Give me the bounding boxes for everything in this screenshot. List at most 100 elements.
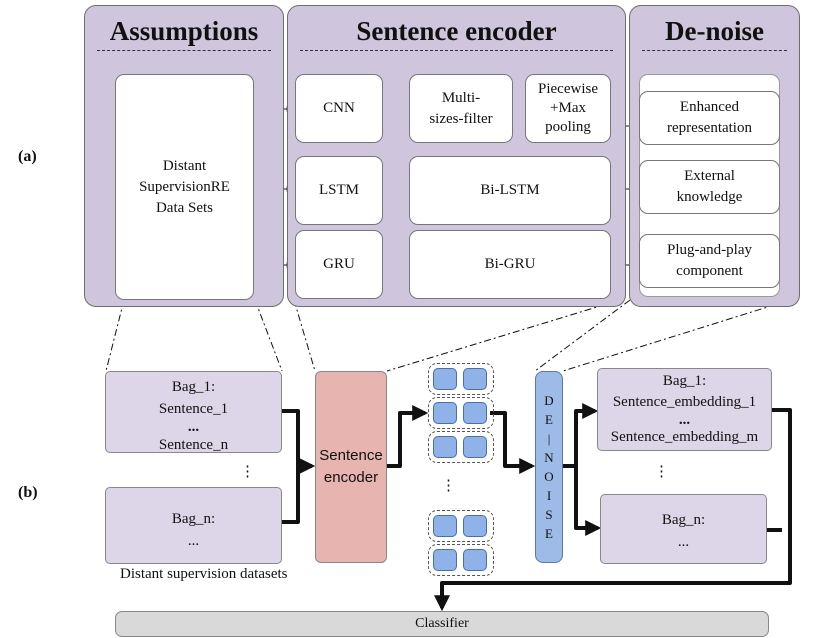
embedding-pair (428, 363, 494, 395)
piecewise-pooling-box: Piecewise +Max pooling (525, 74, 611, 143)
embedding-pair (428, 431, 494, 463)
output-bag-n-ellipsis: ... (677, 534, 690, 550)
bi-gru-box: Bi-GRU (409, 230, 611, 299)
multi-sizes-line-2: sizes-filter (429, 110, 493, 127)
cnn-box: CNN (295, 74, 383, 143)
label-a: (a) (18, 148, 37, 165)
embedding-cell (433, 402, 457, 424)
data-sets-line-1: Distant (162, 157, 207, 174)
denoise-block: D E | N O I S E (535, 371, 563, 563)
link-encoder-right (386, 299, 621, 372)
output-bag-1-title: Bag_1: (662, 373, 707, 389)
bi-lstm-label: Bi-LSTM (480, 182, 540, 198)
embedding-cell (463, 402, 487, 424)
denoise-letter: N (544, 450, 554, 465)
embedding-cell (433, 368, 457, 390)
input-bag-1-sentence-n: Sentence_n (158, 437, 229, 453)
output-vertical-ellipsis: ⋮ (654, 464, 669, 480)
arrow-denoise-to-bagn (574, 466, 602, 536)
embedding-pair (428, 510, 494, 542)
data-sets-line-3: Data Sets (155, 199, 214, 216)
multi-sizes-line-1: Multi- (441, 89, 481, 106)
denoise-divider (642, 50, 787, 51)
output-bag-1: Bag_1: Sentence_embedding_1 ... Sentence… (597, 368, 772, 451)
denoise-letter: E (545, 526, 553, 541)
piecewise-line-2: +Max (550, 100, 586, 116)
classifier-bar: Classifier (115, 611, 769, 637)
input-bag-n-title: Bag_n: (171, 511, 216, 527)
label-b: (b) (18, 484, 38, 501)
lstm-box: LSTM (295, 156, 383, 225)
encoder-divider (300, 50, 613, 51)
embedding-pair (428, 544, 494, 576)
gru-label: GRU (323, 256, 355, 272)
bi-lstm-box: Bi-LSTM (409, 156, 611, 225)
sentence-encoder-block: Sentence encoder (315, 371, 387, 563)
classifier-label: Classifier (415, 616, 469, 631)
arrow-encoder-to-embeddings (387, 405, 429, 468)
external-knowledge-box: External knowledge (639, 160, 780, 214)
denoise-letter: O (544, 469, 554, 484)
piecewise-line-3: pooling (545, 119, 591, 135)
sentence-encoder-line-2: encoder (323, 469, 379, 486)
encoder-title: Sentence encoder (356, 16, 557, 46)
input-bag-1-title: Bag_1: (171, 379, 216, 395)
datasets-caption: Distant supervision datasets (120, 566, 288, 582)
enhanced-line-2: representation (667, 120, 752, 136)
link-encoder-left (293, 299, 316, 372)
assumptions-divider (97, 50, 271, 51)
denoise-letter: D (544, 393, 554, 408)
data-sets-box: Distant SupervisionRE Data Sets (115, 74, 254, 300)
arrow-embeddings-to-denoise (490, 411, 536, 474)
bi-gru-label: Bi-GRU (484, 256, 536, 272)
denoise-letter: E (545, 412, 553, 427)
embedding-cell (463, 436, 487, 458)
input-bag-1-ellipsis: ... (187, 419, 200, 435)
gru-box: GRU (295, 230, 383, 299)
external-line-2: knowledge (676, 189, 743, 205)
input-bag-1-sentence-1: Sentence_1 (158, 401, 229, 417)
embedding-cell (463, 549, 487, 571)
assumptions-title: Assumptions (109, 16, 259, 46)
multi-sizes-filter-box: Multi- sizes-filter (409, 74, 513, 143)
link-denoise-left (534, 299, 631, 372)
link-assumptions-left (105, 299, 125, 372)
input-bag-1: Bag_1: Sentence_1 ... Sentence_n (105, 371, 282, 453)
link-denoise-right (562, 299, 791, 372)
lstm-label: LSTM (318, 182, 359, 198)
denoise-letter: I (546, 488, 552, 503)
cnn-label: CNN (323, 100, 355, 116)
embedding-cell (433, 436, 457, 458)
sentence-encoder-line-1: Sentence (319, 447, 383, 464)
link-assumptions-right (254, 299, 283, 372)
denoise-letter: | (547, 431, 551, 446)
enhanced-line-1: Enhanced (679, 99, 740, 115)
embedding-vertical-ellipsis: ⋮ (441, 478, 456, 494)
output-bag-n: Bag_n: ... (600, 494, 767, 564)
denoise-letter: S (545, 507, 553, 522)
embedding-cell (433, 515, 457, 537)
plug-line-1: Plug-and-play (667, 242, 752, 258)
assumptions-panel: Assumptions Distant SupervisionRE Data S… (84, 5, 284, 307)
embedding-cell (433, 549, 457, 571)
output-bag-1-embedding-1: Sentence_embedding_1 (612, 394, 757, 410)
embedding-cell (463, 368, 487, 390)
arrow-denoise-to-bag1 (563, 403, 599, 468)
external-line-1: External (684, 168, 735, 184)
plug-and-play-box: Plug-and-play component (639, 234, 780, 288)
embedding-cell (463, 515, 487, 537)
output-bag-1-ellipsis: ... (678, 412, 691, 428)
data-sets-line-2: SupervisionRE (139, 178, 230, 195)
output-bag-1-embedding-m: Sentence_embedding_m (610, 429, 759, 445)
input-bag-n-ellipsis: ... (187, 533, 200, 549)
input-vertical-ellipsis: ⋮ (240, 464, 255, 480)
enhanced-representation-box: Enhanced representation (639, 91, 780, 145)
embedding-pair (428, 397, 494, 429)
plug-line-2: component (676, 263, 743, 279)
arrow-bags-to-classifier (434, 408, 792, 612)
denoise-title: De-noise (665, 16, 764, 46)
bag-merge-bracket (282, 409, 300, 524)
piecewise-line-1: Piecewise (538, 81, 598, 97)
